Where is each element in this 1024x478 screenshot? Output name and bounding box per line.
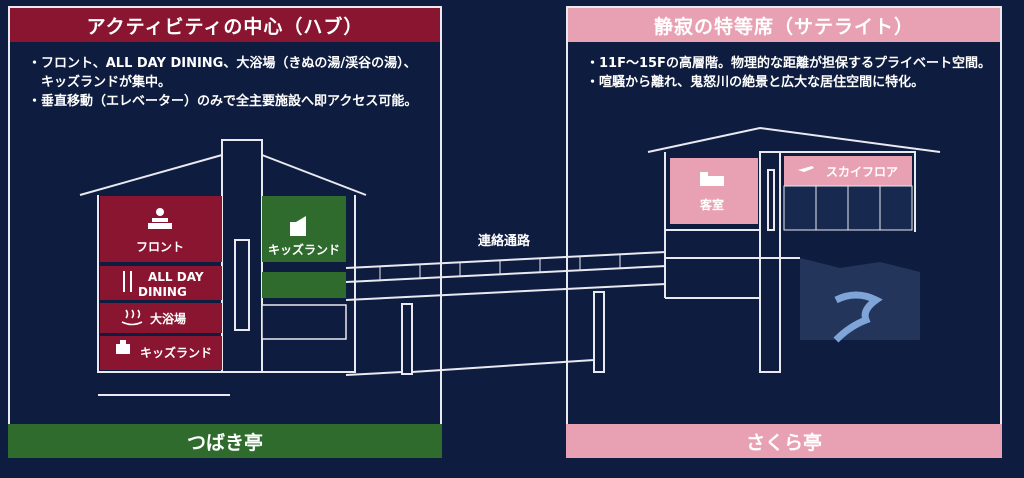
bridge-pillar-1: [401, 303, 413, 375]
sakura-roof: [647, 126, 941, 153]
bridge-pillar-2: [593, 291, 605, 373]
sakura-footer: さくら亭: [566, 424, 1002, 458]
playground-icon: [116, 340, 130, 354]
guest-room-label: 客室: [699, 197, 724, 212]
bridge-rail-top: [345, 251, 667, 269]
tsubaki-footer: つばき亭: [8, 424, 442, 458]
bridge-rail-mid: [345, 265, 667, 283]
floor-bath: [100, 303, 222, 333]
satellite-bullet-1: ・11F〜15Fの高層階。物理的な距離が担保するプライベート空間。: [586, 56, 991, 71]
tsubaki-roof-right: [261, 154, 367, 196]
front-label: フロント: [136, 240, 184, 254]
bridge-deck: [345, 283, 667, 301]
connecting-bridge: [345, 251, 667, 376]
airplane-icon: [798, 166, 814, 172]
kids-lower-label: キッズランド: [140, 345, 212, 360]
dining-label-1: ALL DAY: [148, 270, 204, 284]
floor-green-band: [262, 272, 346, 298]
cutlery-icon: [123, 271, 132, 292]
hub-bullet-1: ・フロント、ALL DAY DINING、大浴場（きぬの湯/渓谷の湯）、: [28, 56, 417, 71]
satellite-bullet-2: ・喧騒から離れ、鬼怒川の絶景と広大な居住空間に特化。: [586, 75, 925, 90]
guest-room-floor: [670, 158, 758, 224]
sky-floor-label: スカイフロア: [826, 165, 898, 179]
hub-bullets: ・フロント、ALL DAY DINING、大浴場（きぬの湯/渓谷の湯）、 キッズ…: [28, 54, 417, 111]
sakura-sky-frame: [780, 151, 916, 232]
satellite-panel: 静寂の特等席（サテライト） ・11F〜15Fの高層階。物理的な距離が担保するプラ…: [566, 6, 1002, 456]
bridge-label: 連絡通路: [478, 233, 531, 249]
elevator-car: [234, 239, 250, 331]
floor-dining: [100, 266, 222, 300]
sakura-elevator-car: [767, 169, 775, 231]
kids-upper-label: キッズランド: [268, 242, 340, 257]
bed-icon: [700, 172, 724, 186]
hub-title: アクティビティの中心（ハブ）: [10, 8, 440, 42]
tsubaki-body: [97, 195, 356, 373]
bridge-rail-posts: [379, 254, 621, 281]
hub-panel: アクティビティの中心（ハブ） ・フロント、ALL DAY DINING、大浴場（…: [8, 6, 442, 456]
bridge-lower-walk-2: [411, 359, 595, 373]
hub-bullet-3: ・垂直移動（エレベーター）のみで全主要施設へ即アクセス可能。: [28, 94, 418, 109]
hub-bullet-2: キッズランドが集中。: [28, 75, 172, 90]
sky-floor-mullions: [815, 186, 881, 230]
floor-lower-right: [261, 304, 347, 340]
satellite-title: 静寂の特等席（サテライト）: [568, 8, 1000, 42]
sakura-elevator-shaft: [759, 151, 781, 373]
sakura-building: [647, 126, 941, 373]
front-desk-icon: [148, 208, 172, 229]
bridge-lower-walk: [345, 371, 403, 376]
satellite-bullets: ・11F〜15Fの高層階。物理的な距離が担保するプライベート空間。 ・喧騒から離…: [586, 54, 991, 92]
slide-icon: [290, 216, 306, 236]
gorge-scene: [800, 258, 920, 343]
hot-spring-icon: [121, 309, 143, 326]
tsubaki-roof-left: [79, 154, 223, 196]
dining-label-2: DINING: [138, 285, 187, 299]
bath-label: 大浴場: [150, 311, 186, 326]
